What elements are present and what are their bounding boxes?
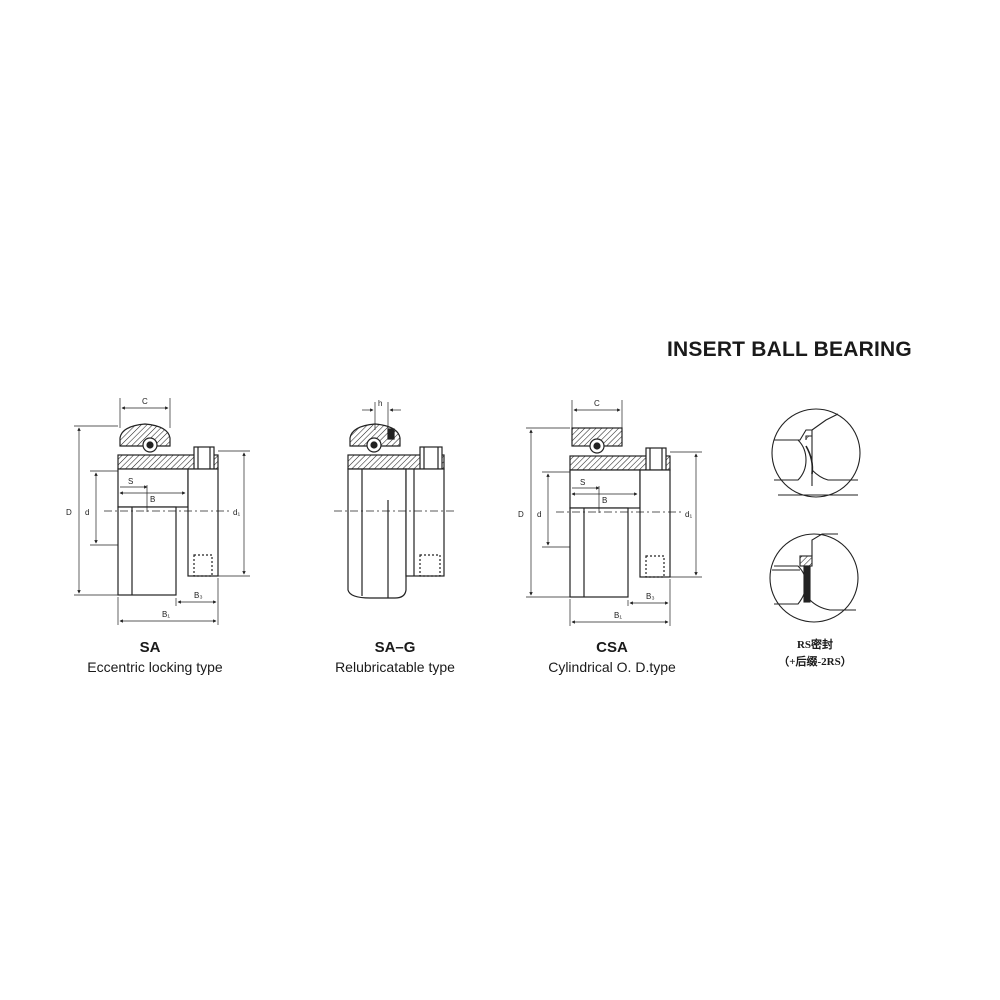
sa-code: SA — [139, 639, 161, 656]
sa-g-dimension-labels: h — [378, 399, 382, 408]
csa-dim-b: B — [602, 496, 607, 505]
csa-dimension-labels: C S B D d d₁ B₃ B₁ — [518, 399, 692, 620]
sa-description: Eccentric locking type — [87, 659, 223, 675]
sa-dim-s: S — [128, 477, 133, 486]
sa-dim-b1: B₁ — [162, 610, 170, 619]
csa-dim-b3: B₃ — [646, 592, 655, 601]
seal-note-line1: RS密封 — [796, 639, 834, 651]
seal-detail-bottom — [769, 533, 859, 623]
csa-dim-s: S — [580, 478, 585, 487]
sa-dim-b: B — [150, 495, 155, 504]
seal-detail-top — [771, 408, 861, 498]
csa-description: Cylindrical O. D.type — [548, 659, 676, 675]
sa-dim-d1: d₁ — [233, 508, 240, 517]
sa-drawing — [74, 398, 250, 625]
sa-g-code: SA–G — [374, 639, 416, 656]
sa-dim-d: d — [85, 508, 89, 517]
sa-dim-b3: B₃ — [194, 591, 203, 600]
csa-dim-b1: B₁ — [614, 611, 622, 620]
csa-dim-d: d — [537, 510, 541, 519]
csa-dim-big-d: D — [518, 510, 524, 519]
page-title: INSERT BALL BEARING — [667, 338, 912, 361]
seal-note-line2: （+后缀-2RS） — [778, 656, 852, 668]
sa-dim-c: C — [142, 397, 148, 406]
sa-g-dim-h: h — [378, 399, 382, 408]
sa-dim-big-d: D — [66, 508, 72, 517]
csa-dim-c: C — [594, 399, 600, 408]
csa-drawing — [526, 400, 702, 626]
sa-g-description: Relubricatable type — [335, 659, 455, 675]
sa-dimension-labels: C S B D d d₁ B₃ B₁ — [66, 397, 240, 619]
csa-code: CSA — [596, 639, 628, 656]
sa-g-drawing — [334, 402, 456, 599]
csa-dim-d1: d₁ — [685, 510, 692, 519]
